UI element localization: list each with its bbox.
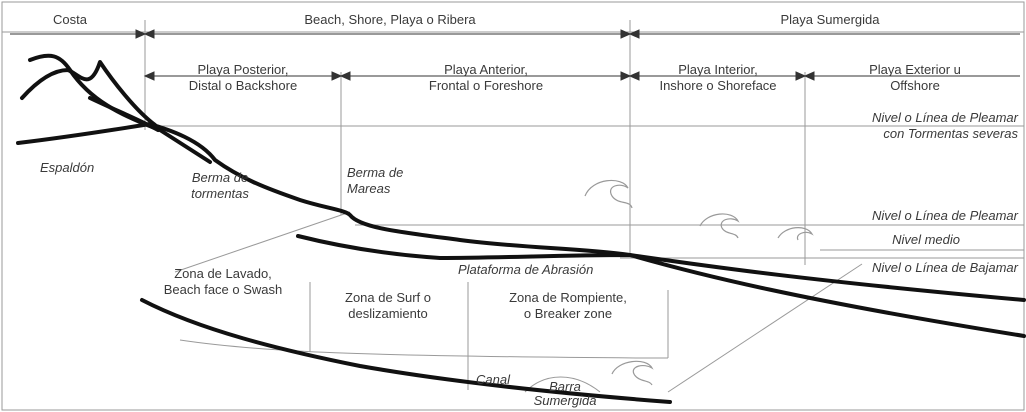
label-playa-exterior: Playa Exterior u Offshore xyxy=(810,62,1020,94)
label-playa-sumergida: Playa Sumergida xyxy=(780,12,880,27)
subheader-arrows xyxy=(143,71,1020,81)
label-plataforma-abrasion: Plataforma de Abrasión xyxy=(458,262,594,277)
coast-profiles xyxy=(16,53,1026,302)
label-storm-high-tide: Nivel o Línea de Pleamar con Tormentas s… xyxy=(760,110,1018,142)
label-playa-anterior: Playa Anterior, Frontal o Foreshore xyxy=(346,62,626,94)
label-playa-interior: Playa Interior, Inshore o Shoreface xyxy=(632,62,804,94)
projection-line-left xyxy=(174,211,351,273)
label-zona-rompiente: Zona de Rompiente, o Breaker zone xyxy=(472,290,664,322)
zone-water-line xyxy=(179,339,668,359)
label-playa-posterior-line1: Playa Posterior, xyxy=(197,62,289,77)
label-playa-interior-line2: Inshore o Shoreface xyxy=(659,78,777,93)
swash-zone-profile xyxy=(140,298,672,404)
projection-line-right xyxy=(667,263,863,393)
label-playa-exterior-line1: Playa Exterior u xyxy=(869,62,961,77)
label-playa-interior-line1: Playa Interior, xyxy=(678,62,758,77)
label-storm-line2: con Tormentas severas xyxy=(883,126,1018,141)
sandbar-shape xyxy=(524,376,601,393)
label-barra-sumergida: Barra Sumergida xyxy=(530,380,600,408)
label-canal: Canal xyxy=(476,372,510,387)
label-zona-lavado-line2: Beach face o Swash xyxy=(163,282,283,297)
label-berma-mareas: Berma de Mareas xyxy=(347,165,437,197)
label-espaldon: Espaldón xyxy=(40,160,95,175)
label-mean-level: Nivel medio xyxy=(892,232,960,247)
label-high-tide: Nivel o Línea de Pleamar xyxy=(872,208,1018,223)
label-zona-surf-line1: Zona de Surf o xyxy=(345,290,431,305)
label-low-tide: Nivel o Línea de Bajamar xyxy=(872,260,1018,275)
label-playa-anterior-line1: Playa Anterior, xyxy=(444,62,528,77)
label-beach: Beach, Shore, Playa o Ribera xyxy=(304,12,476,27)
label-barra-line1: Barra xyxy=(549,379,581,394)
label-zona-lavado-line1: Zona de Lavado, xyxy=(174,266,272,281)
label-berma-tormentas-line2: tormentas xyxy=(191,186,249,201)
label-barra-line2: Sumergida xyxy=(533,393,597,408)
waves-upper xyxy=(584,179,814,241)
label-zona-rompiente-line2: o Breaker zone xyxy=(523,306,613,321)
label-playa-exterior-line2: Offshore xyxy=(890,78,940,93)
label-storm-line1: Nivel o Línea de Pleamar xyxy=(872,110,1018,125)
label-zona-surf: Zona de Surf o deslizamiento xyxy=(312,290,464,322)
label-zona-surf-line2: deslizamiento xyxy=(348,306,428,321)
label-costa: Costa xyxy=(53,12,87,27)
label-playa-posterior-line2: Distal o Backshore xyxy=(188,78,298,93)
label-zona-lavado: Zona de Lavado, Beach face o Swash xyxy=(138,266,308,298)
header-arrows xyxy=(10,29,1020,39)
label-berma-tormentas-line1: Berma de xyxy=(191,170,249,185)
abrasion-platform-profile xyxy=(296,234,1026,338)
label-berma-tormentas: Berma de tormentas xyxy=(180,170,260,202)
label-berma-mareas-line2: Mareas xyxy=(347,181,391,196)
label-berma-mareas-line1: Berma de xyxy=(347,165,404,180)
wave-breaker xyxy=(611,360,654,386)
label-playa-posterior: Playa Posterior, Distal o Backshore xyxy=(150,62,336,94)
label-zona-rompiente-line1: Zona de Rompiente, xyxy=(509,290,627,305)
label-playa-anterior-line2: Frontal o Foreshore xyxy=(428,78,544,93)
